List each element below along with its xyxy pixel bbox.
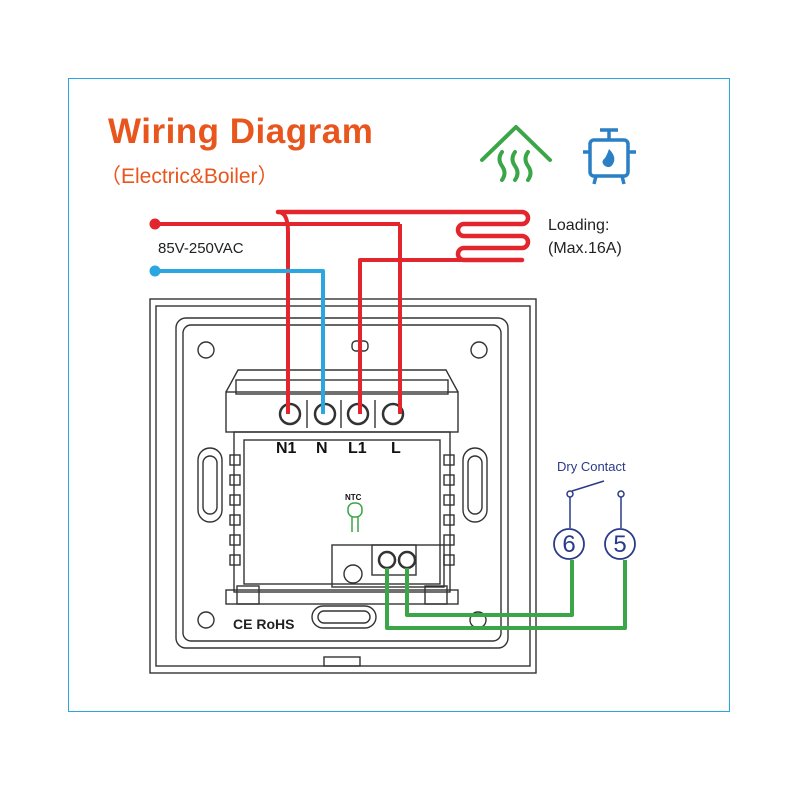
terminal-label-n: N	[316, 440, 328, 457]
dry-contact-wires	[385, 560, 627, 630]
dry-contact-switch	[553, 480, 636, 560]
ntc-sensor-label: NTC	[345, 493, 362, 502]
floor-heating-icon	[480, 125, 552, 182]
terminal-label-l1: L1	[348, 440, 367, 457]
diagram-title: Wiring Diagram	[108, 112, 374, 151]
dry-contact-label: Dry Contact	[557, 459, 626, 474]
live-wires	[149, 210, 522, 414]
device-frame	[149, 298, 537, 674]
dry-contact-terminal-5: 5	[613, 531, 627, 558]
diagram-subtitle: （Electric&Boiler）	[100, 165, 279, 188]
supply-voltage-label: 85V-250VAC	[158, 240, 244, 257]
boiler-icon	[583, 128, 636, 185]
load-max-label: (Max.16A)	[548, 240, 622, 257]
neutral-wire	[149, 265, 325, 414]
diagram-frame	[68, 78, 730, 712]
terminal-label-l: L	[391, 440, 401, 457]
heating-load	[275, 209, 531, 263]
load-label: Loading:	[548, 217, 610, 234]
certification-mark: CE RoHS	[233, 616, 295, 632]
dry-contact-terminal-6: 6	[562, 531, 576, 558]
terminal-label-n1: N1	[276, 440, 297, 457]
